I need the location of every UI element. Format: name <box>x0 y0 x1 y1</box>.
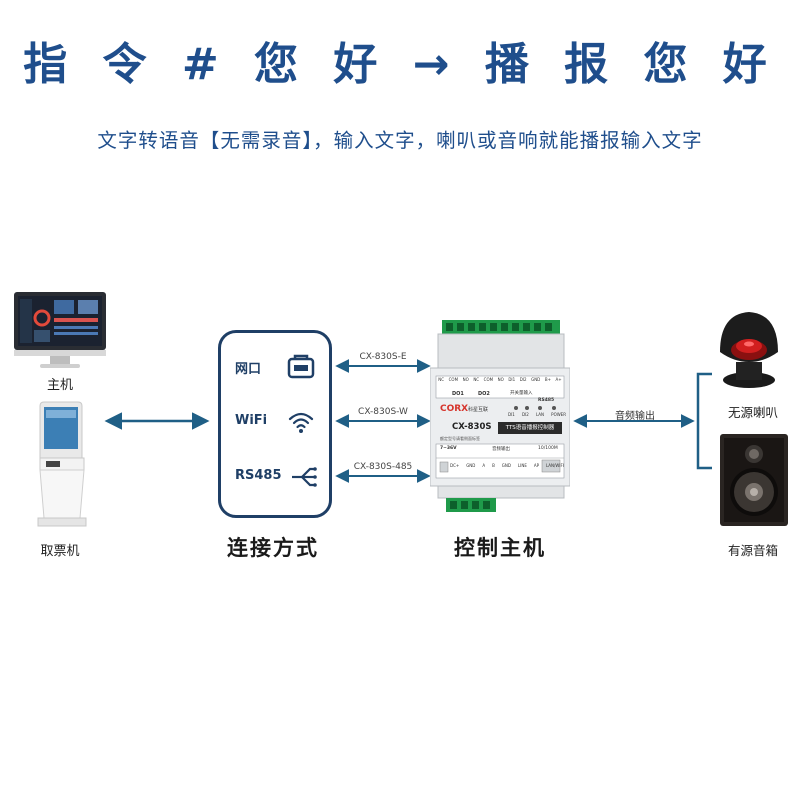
port-label: LINE <box>517 463 527 468</box>
model-label-ethernet: CX-830S-E <box>359 352 407 362</box>
terminal-label: COM <box>448 377 459 382</box>
audio-out-label: 音频输出 <box>615 411 655 422</box>
ethernet-label: 网口 <box>235 362 262 377</box>
do1-label: DO1 <box>452 391 464 397</box>
wifi-icon <box>288 412 314 433</box>
port-label: LAN/WIFI <box>545 463 564 468</box>
active-speaker-label: 有源音箱 <box>727 543 778 558</box>
page-subtitle: 文字转语音【无需录音】，输入文字，喇叭或音响就能播报输入文字 <box>97 129 703 152</box>
audio-group-label: 音频输出 <box>492 447 510 452</box>
top-terminal-labels: NC COM NO NC COM NO DI1 DI2 GND B+ A+ <box>436 377 564 382</box>
wifi-label: WiFi <box>235 413 268 428</box>
port-label: AP <box>533 463 539 468</box>
rs485-port-label: RS485 <box>538 398 555 403</box>
led-label: LAN <box>535 412 544 417</box>
led-label: DI1 <box>508 412 515 417</box>
port-labels: DC+ GND A B GND LINE AP LAN/WIFI <box>450 463 564 468</box>
product-tag: TTS语音播报控制器 <box>505 425 555 431</box>
port-label: DC+ <box>450 463 460 468</box>
terminal-label: B+ <box>544 377 551 382</box>
speaker-bracket <box>696 372 712 470</box>
rs485-branch-icon <box>292 467 317 487</box>
connection-item-wifi: WiFi <box>221 408 329 438</box>
switch-input-label: 开关量输入 <box>510 391 533 396</box>
horn-speaker-icon <box>720 312 778 388</box>
port-label: GND <box>501 463 511 468</box>
spec-note: 额定型号请看侧面标签 <box>440 436 480 441</box>
connection-item-ethernet: 网口 <box>221 353 329 383</box>
cabinet-speaker-icon <box>720 434 788 526</box>
terminal-label: GND <box>531 377 541 382</box>
led-label: POWER <box>551 412 566 417</box>
terminal-label: A+ <box>555 377 562 382</box>
model-label-rs485: CX-830S-485 <box>353 462 413 472</box>
power-group-label: 7~36V <box>440 446 457 451</box>
connection-methods-title: 连接方式 <box>227 536 319 560</box>
lan-group-label: 10/100M <box>538 446 558 451</box>
port-label: GND <box>466 463 476 468</box>
passive-speaker-label: 无源喇叭 <box>727 405 778 420</box>
do2-label: DO2 <box>478 391 490 397</box>
port-label: A <box>482 463 486 468</box>
led-labels: DI1 DI2 LAN POWER <box>508 412 566 417</box>
brand-name: 科星互联 <box>468 407 489 413</box>
rs485-label: RS485 <box>235 468 282 483</box>
host-label: 主机 <box>46 378 73 393</box>
controller-device: NC COM NO NC COM NO DI1 DI2 GND B+ A+ DO… <box>430 318 570 514</box>
controller-model: CX-830S <box>452 422 492 432</box>
connection-item-rs485: RS485 <box>221 463 329 493</box>
terminal-label: NO <box>497 377 504 382</box>
ticket-kiosk-icon <box>37 401 87 527</box>
connection-methods-box: 网口 WiFi RS485 <box>218 330 332 518</box>
model-label-wifi: CX-830S-W <box>358 407 408 417</box>
terminal-label: COM <box>483 377 494 382</box>
controller-body-graphic <box>430 320 570 512</box>
page-title: 指 令 # 您 好 → 播 报 您 好 <box>23 39 777 90</box>
monitor-icon <box>14 292 106 368</box>
port-label: B <box>492 463 495 468</box>
terminal-label: NC <box>438 377 445 382</box>
terminal-label: NO <box>462 377 469 382</box>
ethernet-port-icon <box>287 354 315 379</box>
controller-title: 控制主机 <box>454 536 546 560</box>
terminal-label: DI2 <box>519 377 527 382</box>
kiosk-label: 取票机 <box>40 544 80 559</box>
terminal-label: NC <box>473 377 480 382</box>
terminal-label: DI1 <box>508 377 516 382</box>
led-label: DI2 <box>521 412 529 417</box>
brand-logo: CORX <box>440 404 469 414</box>
